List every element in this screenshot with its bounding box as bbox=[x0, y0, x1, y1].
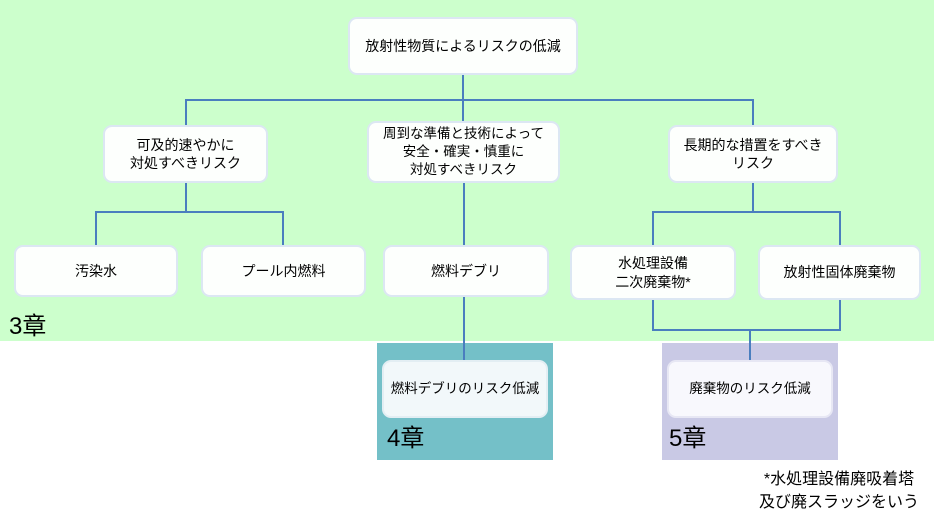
item-node-water-treatment-waste: 水処理設備 二次廃棄物* bbox=[570, 245, 736, 300]
chapter5-label: 5章 bbox=[669, 425, 707, 452]
item-node-contaminated-water: 汚染水 bbox=[14, 245, 178, 297]
chapter4-label: 4章 bbox=[387, 425, 425, 452]
chapter5-node-waste-risk: 廃棄物のリスク低減 bbox=[667, 360, 833, 418]
chapter3-label: 3章 bbox=[9, 313, 47, 340]
item-node-pool-fuel: プール内燃料 bbox=[201, 245, 366, 297]
footnote-text: *水処理設備廃吸着塔 及び廃スラッジをいう bbox=[758, 471, 919, 512]
category-node-immediate: 可及的速やかに 対処すべきリスク bbox=[103, 125, 268, 183]
root-node: 放射性物質によるリスクの低減 bbox=[348, 17, 578, 75]
item-node-solid-waste: 放射性固体廃棄物 bbox=[758, 245, 921, 300]
category-node-careful: 周到な準備と技術によって 安全・確実・慎重に 対処すべきリスク bbox=[367, 121, 560, 183]
chapter4-node-fuel-debris-risk: 燃料デブリのリスク低減 bbox=[382, 360, 548, 418]
item-node-fuel-debris: 燃料デブリ bbox=[383, 245, 549, 297]
category-node-longterm: 長期的な措置をすべき リスク bbox=[668, 125, 838, 183]
